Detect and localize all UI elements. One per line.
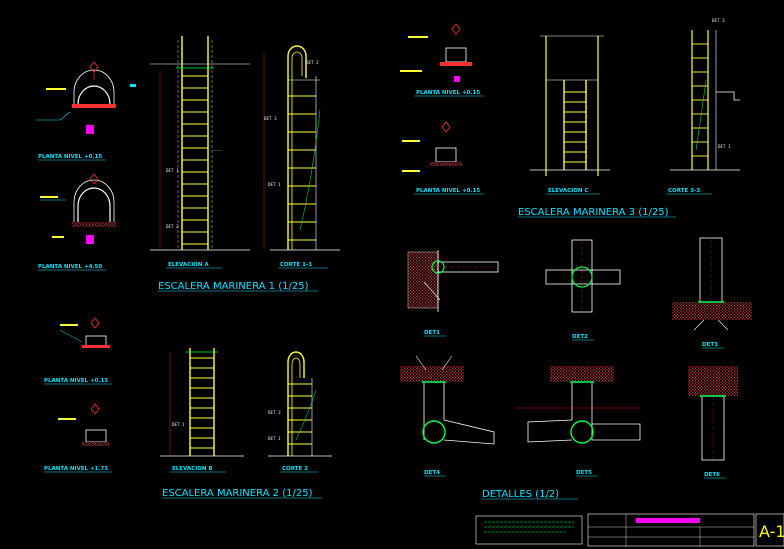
ladder1-title: ESCALERA MARINERA 1 (1/25) — [158, 281, 309, 292]
ladder3-plan-top: PLANTA NIVEL +0.15 — [400, 23, 484, 97]
ladder2-section-det3: DET 3 — [268, 410, 281, 415]
sheet-number: A-1 — [759, 522, 784, 541]
ladder3-elevation: ELEVACION C — [530, 35, 610, 195]
ladder2-plan-bottom-label: PLANTA NIVEL +1.75 — [44, 466, 108, 472]
title-block-magenta-bar — [636, 518, 700, 523]
ladder2-elevation-label: ELEVACION B — [172, 466, 213, 472]
ladder2-section-label: CORTE 2 — [282, 466, 308, 472]
detail-6: DET6 — [688, 366, 738, 479]
ladder3-plan-bottom: PLANTA NIVEL +0.15 — [402, 121, 484, 195]
title-block: A-1 — [475, 513, 784, 547]
ladder1-section-det1: DET 1 — [268, 182, 281, 187]
ladder1-elevation-det2: DET 2 — [166, 224, 179, 229]
details-group: DET1 DET2 DET3 — [400, 237, 752, 500]
ladder2-elevation: DET 1 ELEVACION B — [160, 348, 244, 473]
ladder2-elevation-det1: DET 1 — [172, 422, 185, 427]
ladder3-section: DET 3 DET 1 CORTE 3-3 — [666, 18, 740, 195]
ladder3-plan-top-label: PLANTA NIVEL +0.15 — [416, 90, 480, 96]
detail-6-label: DET6 — [704, 472, 720, 478]
detail-4-label: DET4 — [424, 470, 440, 476]
detail-1: DET1 — [407, 250, 499, 337]
ladder2-plan-bottom: PLANTA NIVEL +1.75 — [44, 403, 112, 473]
ladder3-elevation-label: ELEVACION C — [548, 188, 588, 194]
ladder2-section: DET 3 DET 1 CORTE 2 — [268, 351, 332, 473]
ladder1-plan-bottom: PLANTA NIVEL +4.50 — [38, 173, 116, 271]
details-title: DETALLES (1/2) — [482, 489, 559, 500]
detail-3-label: DET3 — [702, 342, 718, 348]
detail-2-label: DET2 — [572, 334, 588, 340]
ladder2-plan-top-label: PLANTA NIVEL +0.15 — [44, 378, 108, 384]
detail-3: DET3 — [672, 237, 752, 349]
ladder1-elevation-det1: DET 1 — [166, 168, 179, 173]
detail-5: DET5 — [516, 366, 641, 477]
ladder1-section-det3: DET 3 — [264, 116, 277, 121]
ladder1-plan-top-label: PLANTA NIVEL +0.15 — [38, 154, 102, 160]
ladder2-section-det1: DET 1 — [268, 436, 281, 441]
ladder1-elevation-label: ELEVACION A — [168, 262, 209, 268]
ladder2-plan-top: PLANTA NIVEL +0.15 — [44, 317, 112, 385]
ladder3-title: ESCALERA MARINERA 3 (1/25) — [518, 207, 669, 218]
ladder2-group: PLANTA NIVEL +0.15 PLANTA NIVEL +1.75 DE… — [44, 317, 332, 499]
ladder1-section: DET 2 DET 3 DET 1 CORTE 1-1 — [263, 45, 340, 269]
ladder3-plan-bottom-label: PLANTA NIVEL +0.15 — [416, 188, 480, 194]
ladder3-section-det3: DET 3 — [712, 18, 725, 23]
ladder3-section-label: CORTE 3-3 — [668, 188, 700, 194]
ladder3-section-det1: DET 1 — [718, 144, 731, 149]
ladder1-section-label: CORTE 1-1 — [280, 262, 312, 268]
ladder1-plan-top: PLANTA NIVEL +0.15 — [36, 61, 136, 161]
ladder1-elevation: DET 1 DET 2 ____ ELEVACION A — [150, 36, 250, 269]
detail-1-label: DET1 — [424, 330, 440, 336]
detail-5-label: DET5 — [576, 470, 592, 476]
detail-2: DET2 — [545, 239, 621, 341]
ladder1-group: PLANTA NIVEL +0.15 PLANTA NIVEL +4.50 — [36, 36, 340, 292]
svg-text:____: ____ — [212, 146, 223, 151]
ladder3-group: PLANTA NIVEL +0.15 PLANTA NIVEL +0.15 EL… — [400, 18, 740, 218]
detail-4: DET4 — [400, 355, 495, 477]
ladder1-section-det2: DET 2 — [306, 60, 319, 65]
ladder1-rungs — [182, 75, 208, 245]
ladder1-plan-bottom-label: PLANTA NIVEL +4.50 — [38, 264, 102, 270]
ladder2-title: ESCALERA MARINERA 2 (1/25) — [162, 488, 313, 499]
